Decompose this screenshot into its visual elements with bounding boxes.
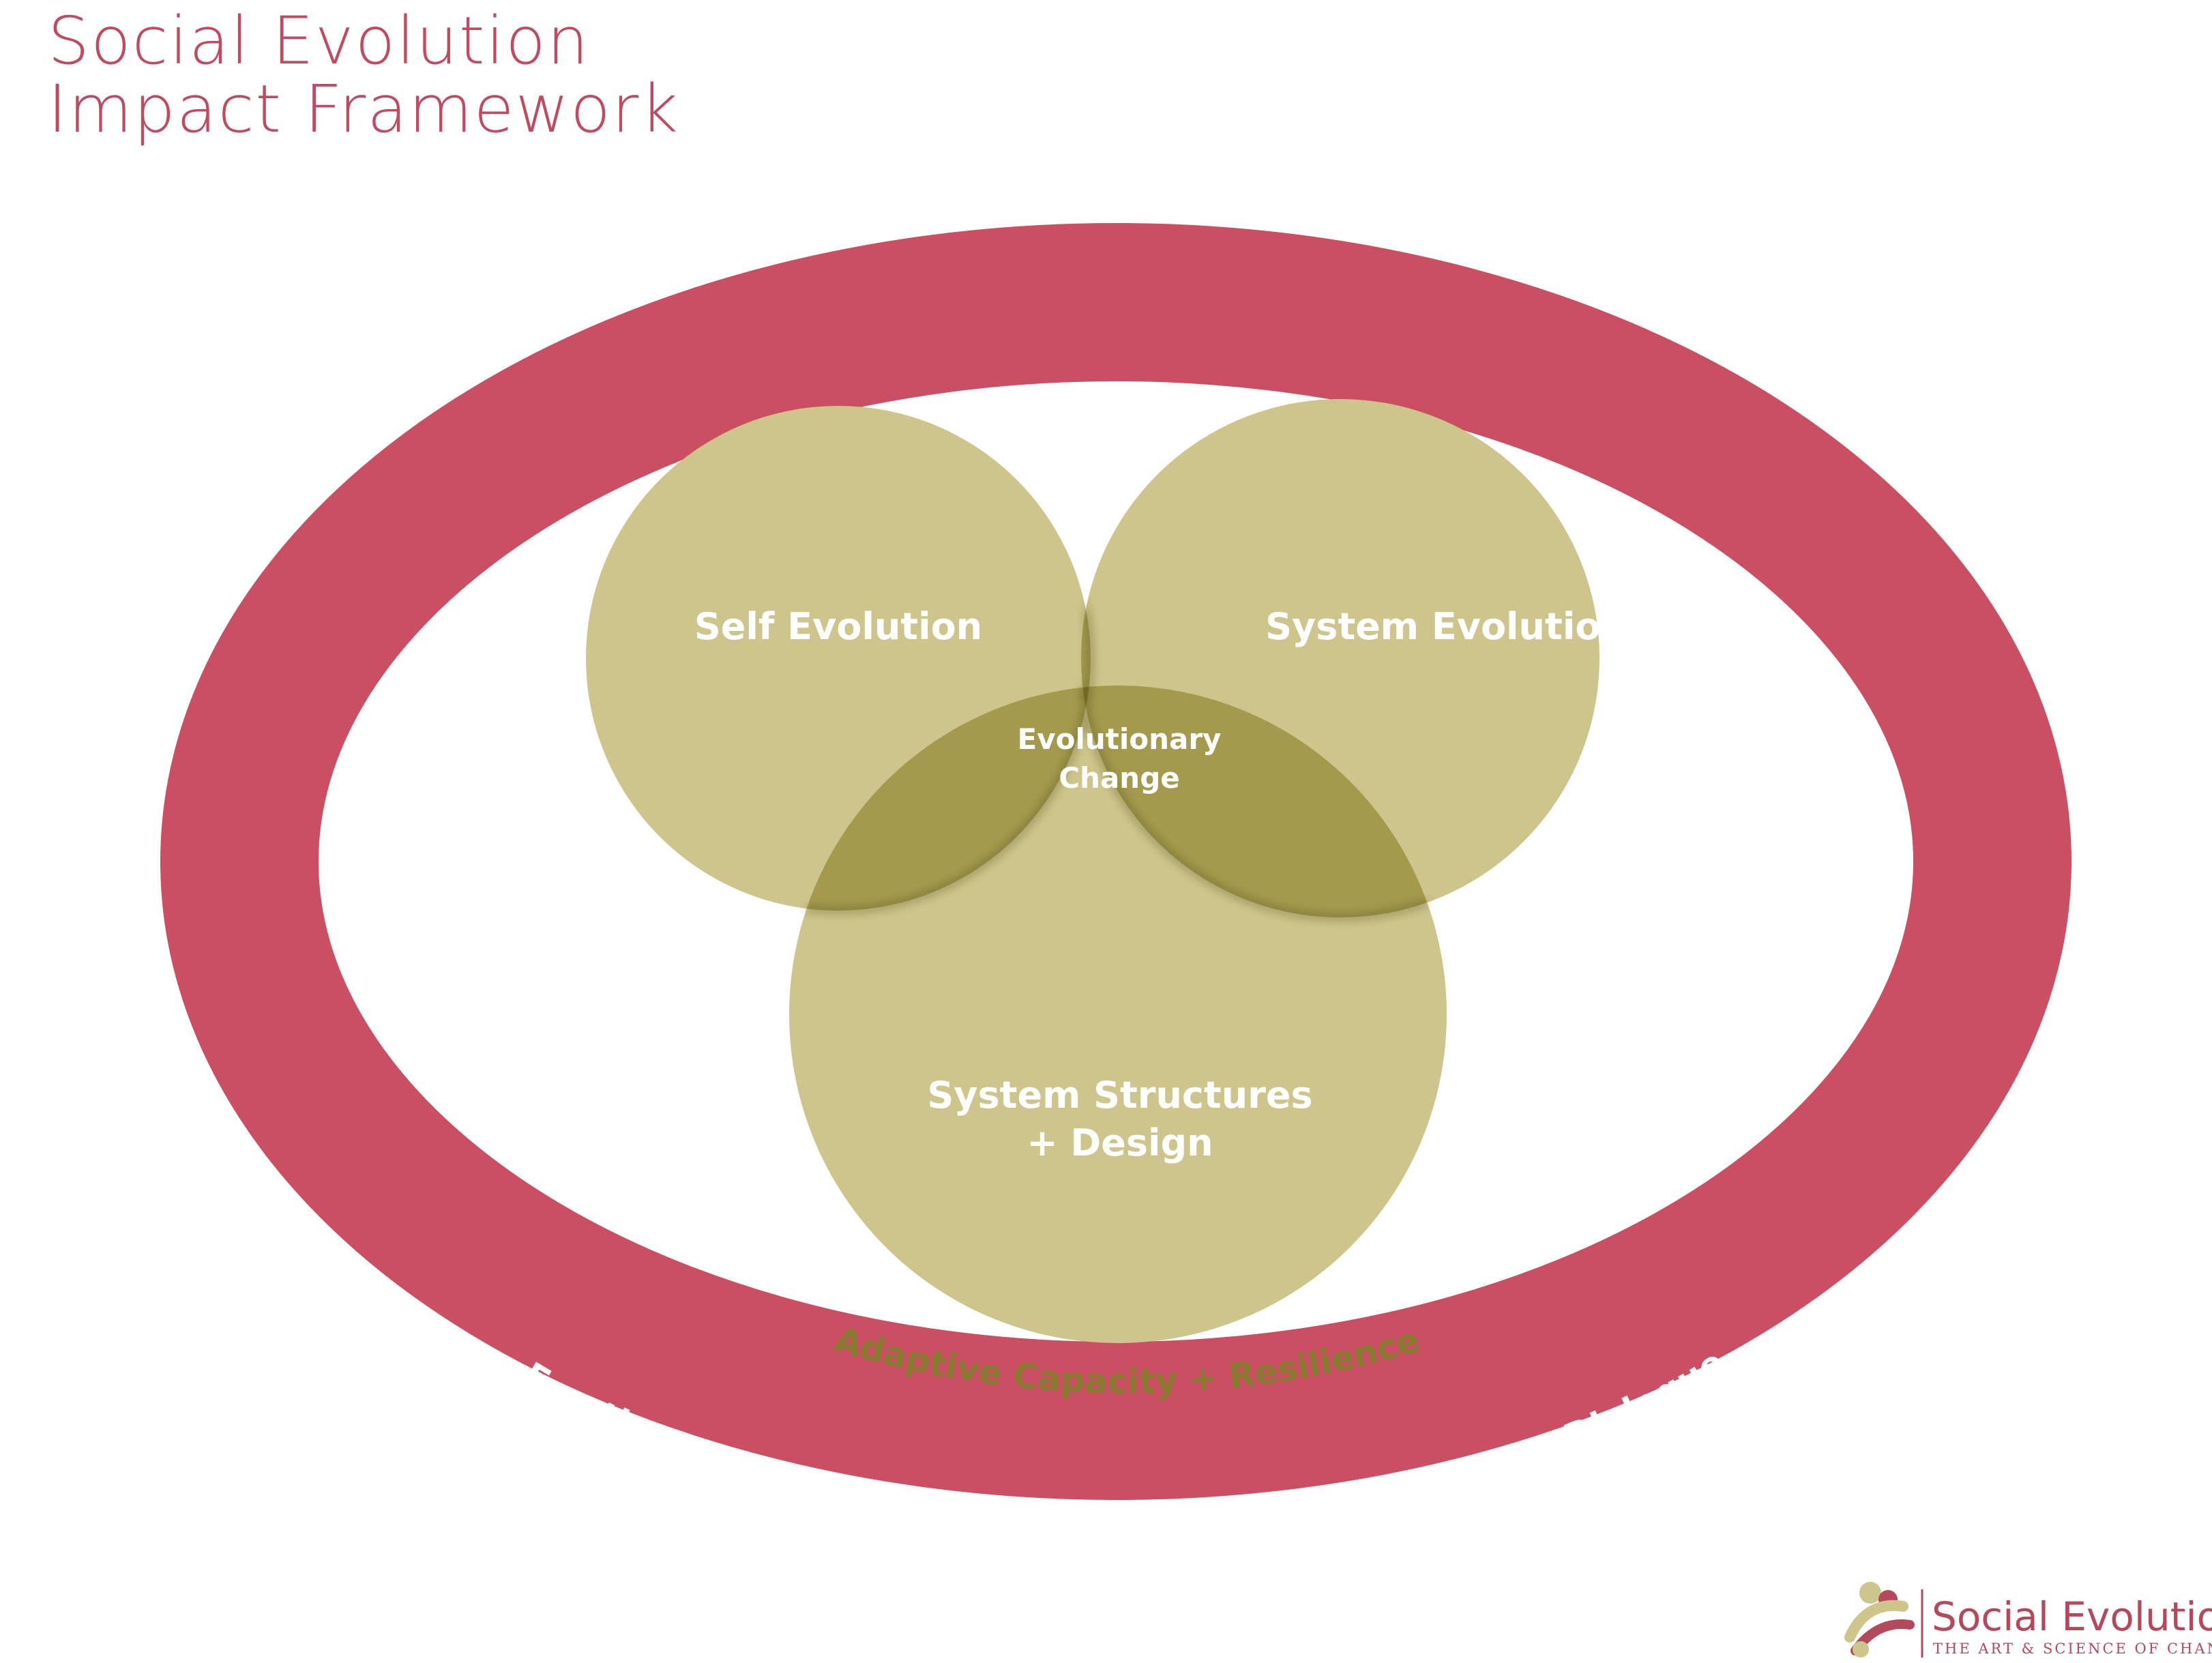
system-structures-label-1: System Structures	[927, 1074, 1312, 1117]
title-line-2: Impact Framework	[48, 71, 679, 147]
evolutionary-change-label-1: Evolutionary	[1018, 722, 1222, 756]
system-structures-label-2: + Design	[1027, 1121, 1213, 1164]
social-evolution-logo: Social Evolution THE ART & SCIENCE OF CH…	[1844, 1582, 2212, 1658]
evolutionary-change-label-2: Change	[1059, 761, 1180, 795]
pairwise-overlaps	[789, 406, 1447, 917]
logo-mark-icon	[1844, 1582, 1915, 1658]
edge-shading	[789, 402, 1447, 921]
self-evolution-label: Self Evolution	[694, 605, 982, 648]
title-line-1: Social Evolution	[48, 3, 590, 79]
logo-tagline-text: THE ART & SCIENCE OF CHANGE	[1933, 1640, 2212, 1657]
system-evolution-label: System Evolution	[1265, 605, 1627, 648]
overlap-system-structures	[1081, 686, 1447, 917]
logo-brand-text: Social Evolution	[1932, 1593, 2212, 1640]
venn-circles	[586, 399, 1599, 1343]
overlap-self-structures	[789, 686, 1091, 911]
outer-ring	[160, 223, 2071, 1500]
